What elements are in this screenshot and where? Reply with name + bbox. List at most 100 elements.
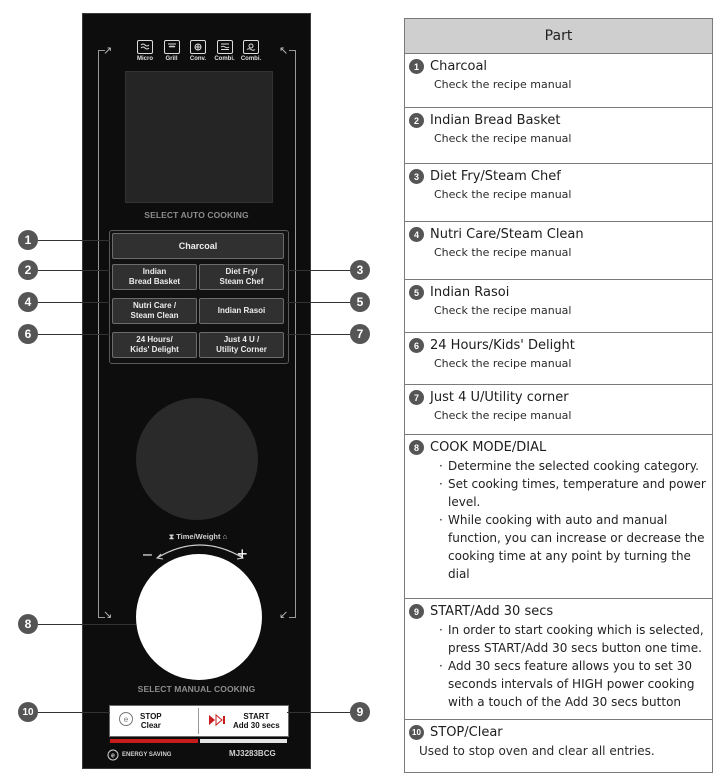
part-bullet: Determine the selected cooking category. — [439, 457, 708, 475]
part-description: Check the recipe manual — [434, 304, 572, 317]
mode-grill: Grill — [160, 40, 184, 70]
mode-label: Conv. — [189, 56, 207, 62]
svg-text:e: e — [111, 753, 115, 760]
part-bullets: In order to start cooking which is selec… — [439, 621, 708, 711]
leader-line — [38, 302, 110, 303]
white-accent-bar — [200, 739, 287, 743]
combi-icon — [216, 40, 233, 54]
mode-combi: Combi. — [213, 40, 237, 70]
callout-8: 8 — [18, 614, 38, 634]
callout-3: 3 — [350, 260, 370, 280]
hourglass-icon: ⧗ — [168, 532, 175, 541]
cook-mode-dial[interactable] — [136, 554, 262, 680]
part-description: Check the recipe manual — [434, 357, 572, 370]
part-table-header: Part — [405, 19, 712, 54]
part-number: 6 — [409, 338, 424, 353]
callout-10: 10 — [18, 702, 38, 722]
lcd-display — [125, 71, 273, 203]
indian-bread-basket-button[interactable]: Indian Bread Basket — [112, 264, 197, 290]
part-number: 9 — [409, 604, 424, 619]
red-accent-bar — [110, 739, 198, 743]
leader-line — [38, 240, 110, 241]
part-title: Just 4 U/Utility corner — [430, 390, 569, 405]
energy-saving-badge: e ENERGY SAVING — [107, 749, 171, 761]
stop-clear-button[interactable]: e STOP Clear — [110, 706, 198, 736]
part-bullets: Determine the selected cooking category.… — [439, 457, 708, 583]
diet-fry-steam-chef-button[interactable]: Diet Fry/ Steam Chef — [199, 264, 284, 290]
part-number: 10 — [409, 725, 424, 740]
mode-label: Combi. — [214, 56, 235, 62]
energy-saving-text: ENERGY SAVING — [122, 752, 172, 758]
part-description: Check the recipe manual — [434, 78, 572, 91]
part-number: 8 — [409, 440, 424, 455]
part-table: Part 1 Charcoal Check the recipe manual 2… — [404, 18, 713, 773]
part-bullet: Add 30 secs feature allows you to set 30… — [439, 657, 708, 711]
part-title: STOP/Clear — [430, 725, 503, 740]
part-number: 4 — [409, 227, 424, 242]
mode-micro: Micro — [133, 40, 157, 70]
part-title: START/Add 30 secs — [430, 604, 554, 619]
part-number: 5 — [409, 285, 424, 300]
part-row-5: 5 Indian Rasoi Check the recipe manual — [405, 280, 712, 333]
combi-fan-icon — [243, 40, 259, 54]
just-4-u-utility-corner-button[interactable]: Just 4 U / Utility Corner — [199, 332, 284, 358]
start-add-30-secs-button[interactable]: START Add 30 secs — [199, 706, 288, 736]
part-description: Check the recipe manual — [434, 188, 572, 201]
stop-start-buttons: e STOP Clear START Add 30 secs — [109, 705, 289, 737]
arrow-icon: ↙ — [279, 608, 289, 621]
svg-text:e: e — [124, 715, 129, 724]
time-weight-text: Time/Weight — [176, 532, 221, 541]
leader-line — [287, 334, 351, 335]
callout-2: 2 — [18, 260, 38, 280]
part-row-1: 1 Charcoal Check the recipe manual — [405, 54, 712, 108]
mode-conv: Conv. — [186, 40, 210, 70]
auto-cooking-buttons: Charcoal Indian Bread Basket Diet Fry/ S… — [109, 230, 289, 364]
convection-icon — [190, 40, 206, 54]
part-title: Indian Bread Basket — [430, 113, 561, 128]
leader-line — [38, 712, 110, 713]
micro-icon — [137, 40, 153, 54]
part-title: Indian Rasoi — [430, 285, 510, 300]
select-manual-cooking-label: SELECT MANUAL COOKING — [137, 684, 256, 694]
part-number: 1 — [409, 59, 424, 74]
stop-clear-label: STOP Clear — [140, 712, 162, 730]
eco-icon: e — [118, 711, 134, 731]
mode-label: Grill — [165, 56, 178, 62]
dial-minus-sign: – — [143, 546, 152, 563]
24-hours-kids-delight-button[interactable]: 24 Hours/ Kids' Delight — [112, 332, 197, 358]
indian-rasoi-button[interactable]: Indian Rasoi — [199, 298, 284, 324]
callout-6: 6 — [18, 324, 38, 344]
part-number: 7 — [409, 390, 424, 405]
part-row-9: 9 START/Add 30 secs In order to start coo… — [405, 599, 712, 720]
dial-plus-sign: + — [237, 544, 248, 564]
part-bullet: While cooking with auto and manual funct… — [439, 511, 708, 583]
part-number: 2 — [409, 113, 424, 128]
dial-arc-indicator — [155, 544, 245, 560]
callout-9: 9 — [350, 702, 370, 722]
leader-line — [287, 712, 351, 713]
start-add-30-label: START Add 30 secs — [233, 712, 280, 730]
callout-1: 1 — [18, 230, 38, 250]
part-row-6: 6 24 Hours/Kids' Delight Check the recipe… — [405, 333, 712, 385]
part-title: Charcoal — [430, 59, 488, 74]
cook-mode-indicators: Micro Grill Conv. Combi. Combi. — [133, 40, 263, 70]
time-weight-label: ⧗ Time/Weight ⌂ — [143, 532, 253, 542]
mode-label: Micro — [136, 56, 153, 62]
mode-label: Combi. — [240, 56, 262, 62]
arrow-icon: ↘ — [103, 608, 113, 621]
part-bullet: In order to start cooking which is selec… — [439, 621, 708, 657]
callout-4: 4 — [18, 292, 38, 312]
arrow-icon: ↖ — [279, 44, 289, 57]
part-title: Nutri Care/Steam Clean — [430, 227, 584, 242]
nutri-care-steam-clean-button[interactable]: Nutri Care / Steam Clean — [112, 298, 197, 324]
part-title: 24 Hours/Kids' Delight — [430, 338, 575, 353]
weight-icon: ⌂ — [222, 532, 228, 541]
leader-line — [38, 334, 110, 335]
arrow-icon: ↗ — [103, 44, 113, 57]
part-number: 3 — [409, 169, 424, 184]
charcoal-button[interactable]: Charcoal — [112, 233, 284, 259]
part-bullet: Set cooking times, temperature and power… — [439, 475, 708, 511]
